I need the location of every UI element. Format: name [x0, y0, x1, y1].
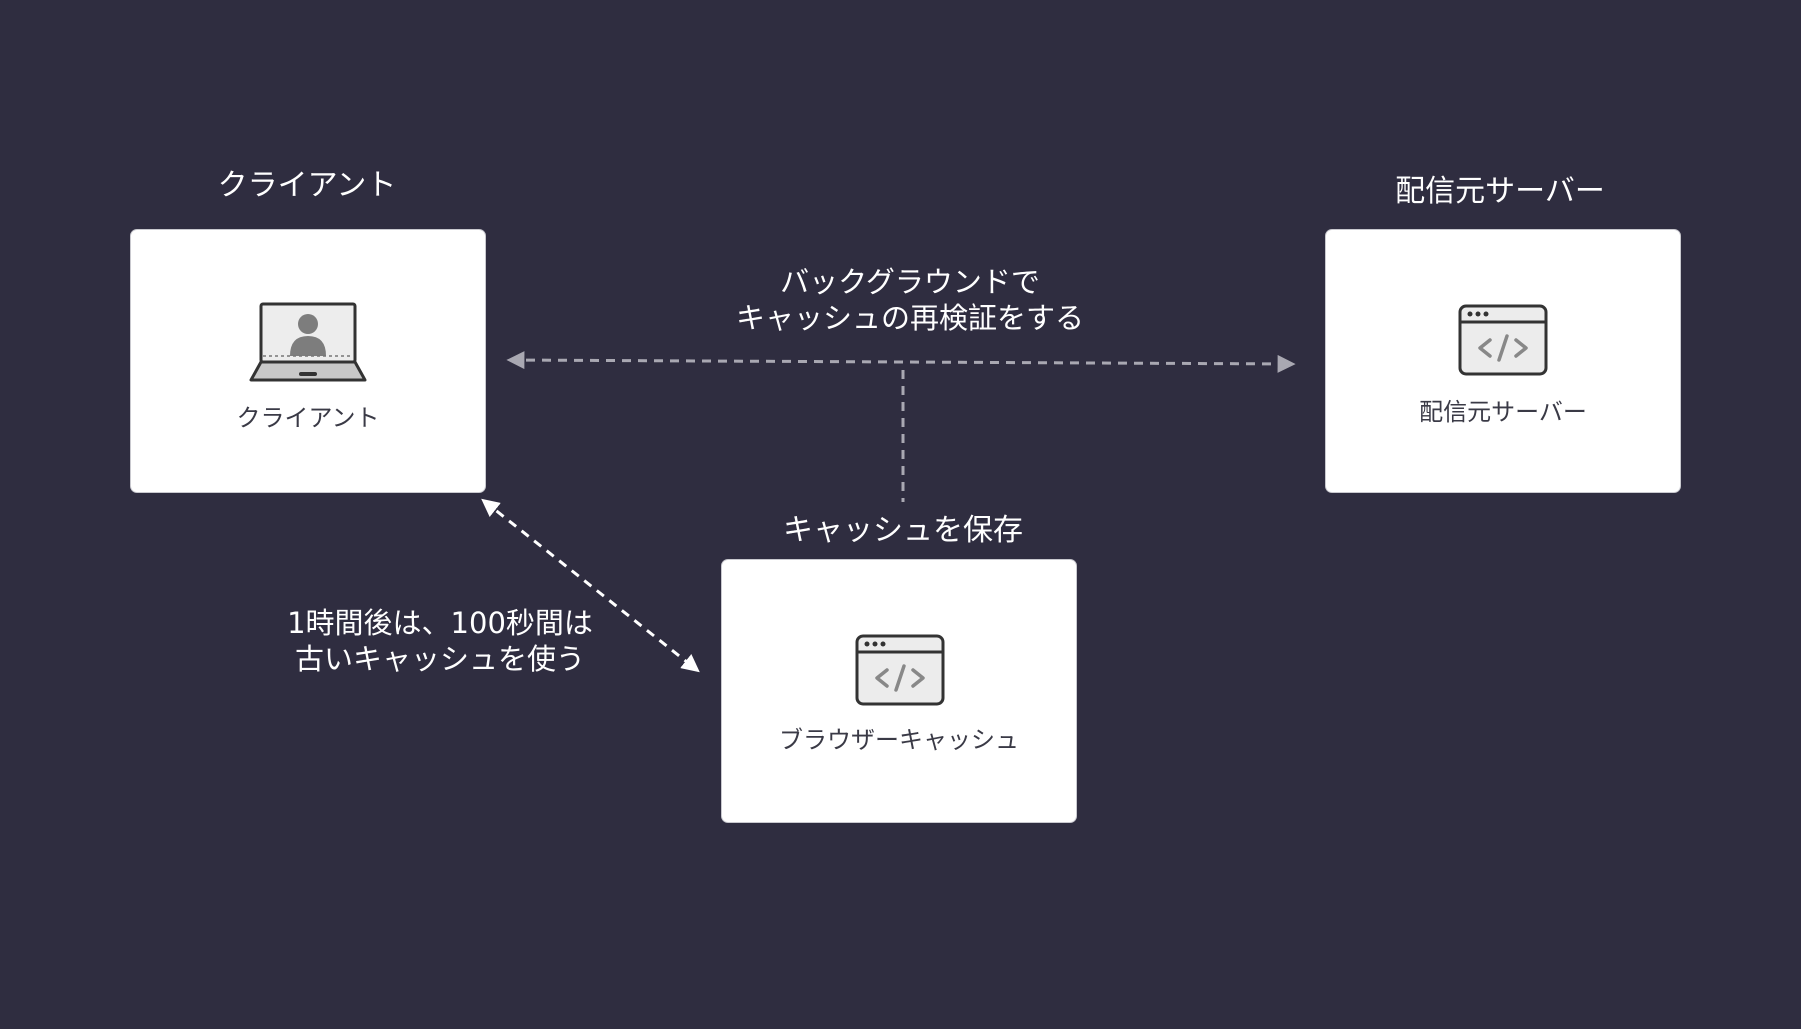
browser-code-icon	[1458, 304, 1548, 376]
client-node: クライアント	[130, 229, 486, 493]
stale-use-edge-line	[481, 498, 700, 673]
stale-use-label-line1: 1時間後は、100秒間は	[287, 606, 593, 640]
revalidate-label-line2: キャッシュの再検証をする	[735, 301, 1084, 335]
revalidate-edge-line	[506, 351, 1296, 373]
stale-use-edge-label: 1時間後は、100秒間は 古いキャッシュを使う	[270, 605, 610, 677]
origin-server-title: 配信元サーバー	[1395, 174, 1605, 209]
origin-server-label: 配信元サーバー	[1419, 398, 1587, 426]
browser-cache-node: ブラウザーキャッシュ	[721, 559, 1077, 823]
stale-use-label-line2: 古いキャッシュを使う	[294, 642, 585, 676]
origin-server-node: 配信元サーバー	[1325, 229, 1681, 493]
browser-code-icon	[855, 634, 945, 706]
revalidate-edge-label: バックグラウンドで キャッシュの再検証をする	[710, 264, 1110, 336]
revalidate-label-line1: バックグラウンドで	[780, 265, 1040, 299]
browser-cache-title: キャッシュを保存	[783, 513, 1023, 548]
laptop-user-icon	[249, 302, 367, 382]
client-title: クライアント	[217, 168, 397, 203]
browser-cache-label: ブラウザーキャッシュ	[779, 726, 1019, 754]
client-label: クライアント	[236, 404, 380, 432]
